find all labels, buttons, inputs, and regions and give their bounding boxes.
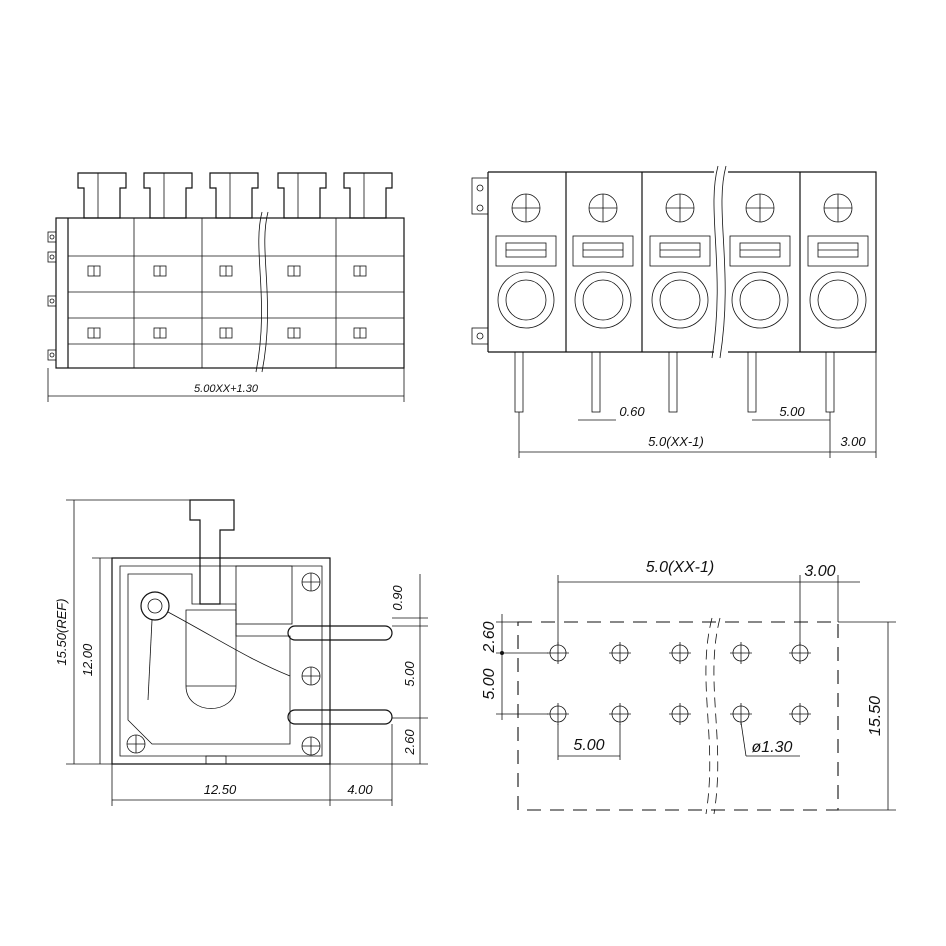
top-end-label: 3.00 (840, 434, 866, 449)
front-side-pegs (47, 231, 57, 361)
side-body-width-label: 12.50 (204, 782, 237, 797)
front-width-label: 5.00XX+1.30 (194, 383, 259, 395)
side-pin-lower (287, 709, 393, 725)
front-lever-tabs (77, 172, 393, 219)
side-height-label: 15.50(REF) (54, 598, 69, 665)
top-pitch-label: 5.00 (779, 404, 805, 419)
top-body (488, 171, 877, 353)
side-body-height-label: 12.00 (80, 643, 95, 676)
top-break-line (711, 165, 719, 359)
side-top-offset-label: 0.90 (390, 585, 405, 611)
pcb-height-label: 15.50 (867, 696, 884, 736)
top-cells (495, 193, 869, 329)
side-bottom-offset-label: 2.60 (402, 729, 417, 756)
side-pin-upper (287, 625, 393, 641)
front-break-line (261, 211, 269, 373)
pcb-break-line (705, 617, 713, 815)
pcb-row-spacing-label: 5.00 (481, 668, 498, 699)
pcb-holes (547, 642, 811, 725)
side-view: 15.50(REF) 12.00 0.90 5.00 2.60 12.50 4.… (54, 499, 428, 806)
top-view: 5.0(XX-1) 3.00 0.60 5.00 (471, 165, 877, 458)
pcb-span-label: 5.0(XX-1) (646, 559, 714, 576)
side-pin-spacing-label: 5.00 (402, 661, 417, 687)
front-windows (87, 265, 367, 339)
pcb-layout-view: 5.0(XX-1) 3.00 2.60 5.00 5.00 ø1.30 15.5… (481, 559, 896, 815)
side-pin-overhang-label: 4.00 (347, 782, 373, 797)
pcb-row-offset-label: 2.60 (481, 621, 498, 653)
pcb-outline (517, 621, 839, 811)
pcb-end-label: 3.00 (804, 563, 835, 580)
top-pin-width-label: 0.60 (619, 404, 645, 419)
side-lever (189, 499, 235, 605)
front-view: 5.00XX+1.30 (47, 172, 405, 402)
side-body (111, 557, 331, 765)
top-pins (514, 351, 835, 413)
pcb-pitch-label: 5.00 (573, 737, 604, 754)
front-body (55, 217, 405, 369)
top-span-label: 5.0(XX-1) (648, 434, 704, 449)
pcb-hole-diameter-label: ø1.30 (752, 739, 793, 756)
